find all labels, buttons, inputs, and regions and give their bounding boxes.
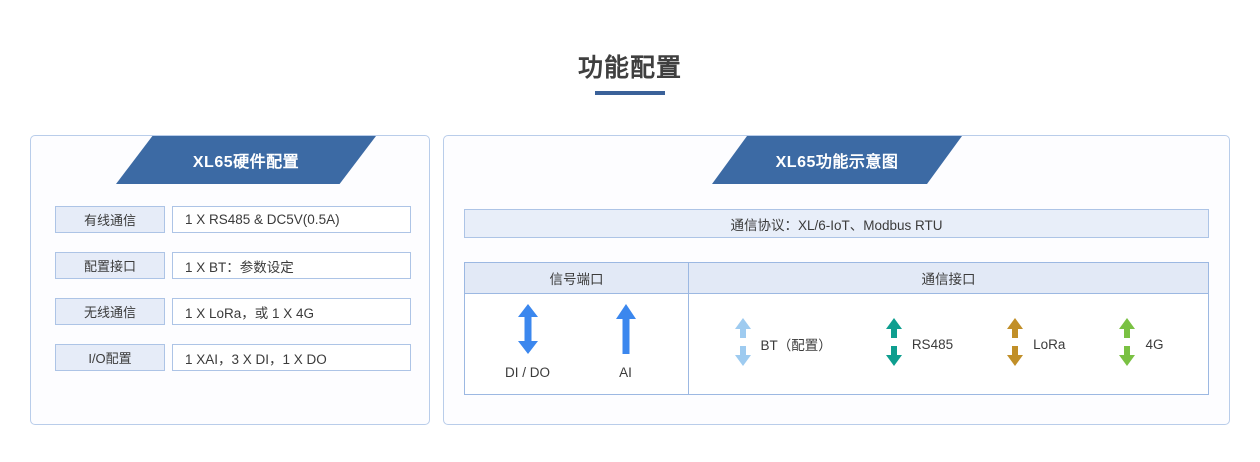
column-header-signal-port: 信号端口 <box>465 263 689 293</box>
double-arrow-icon <box>1118 317 1136 371</box>
up-arrow-icon <box>615 304 637 359</box>
comm-interface-label: LoRa <box>1033 336 1066 352</box>
spec-row: 无线通信 1 X LoRa，或 1 X 4G <box>55 298 411 325</box>
comm-interface-item-4g: 4G <box>1118 317 1164 371</box>
double-arrow-icon <box>734 317 752 371</box>
signal-port-label: AI <box>619 365 632 380</box>
page-title: 功能配置 <box>577 54 682 82</box>
function-diagram-banner: XL65功能示意图 <box>712 136 962 184</box>
comm-interface-cell: BT（配置） RS485 <box>689 294 1208 394</box>
spec-label: 有线通信 <box>55 206 165 233</box>
hardware-spec-list: 有线通信 1 X RS485 & DC5V(0.5A) 配置接口 1 X BT：… <box>55 206 411 390</box>
spec-value: 1 XAI，3 X DI，1 X DO <box>172 344 411 371</box>
spec-label: 配置接口 <box>55 252 165 279</box>
function-diagram-panel: XL65功能示意图 通信协议：XL/6-IoT、Modbus RTU 信号端口 … <box>443 135 1230 425</box>
comm-interface-item-lora: LoRa <box>1006 317 1066 371</box>
function-table: 信号端口 通信接口 DI / DO <box>464 262 1209 395</box>
spec-row: 有线通信 1 X RS485 & DC5V(0.5A) <box>55 206 411 233</box>
signal-port-item-di-do: DI / DO <box>497 304 559 380</box>
comm-interface-label: 4G <box>1145 336 1164 352</box>
hardware-config-panel: XL65硬件配置 有线通信 1 X RS485 & DC5V(0.5A) 配置接… <box>30 135 430 425</box>
double-arrow-icon <box>885 317 903 371</box>
spec-label: 无线通信 <box>55 298 165 325</box>
comm-interface-label: BT（配置） <box>760 338 832 353</box>
function-diagram-banner-title: XL65功能示意图 <box>775 154 899 171</box>
spec-row: I/O配置 1 XAI，3 X DI，1 X DO <box>55 344 411 371</box>
page-title-block: 功能配置 <box>0 52 1260 95</box>
hardware-config-banner: XL65硬件配置 <box>116 136 376 184</box>
double-arrow-icon <box>1006 317 1024 371</box>
spec-label: I/O配置 <box>55 344 165 371</box>
signal-port-cell: DI / DO AI <box>465 294 689 394</box>
comm-interface-label: RS485 <box>911 336 954 352</box>
comm-interface-item-bt: BT（配置） <box>734 317 832 371</box>
function-table-header: 信号端口 通信接口 <box>465 263 1208 294</box>
hardware-config-banner-title: XL65硬件配置 <box>192 154 300 171</box>
comm-interface-item-rs485: RS485 <box>885 317 954 371</box>
spec-row: 配置接口 1 X BT：参数设定 <box>55 252 411 279</box>
function-table-body: DI / DO AI <box>465 294 1208 394</box>
protocol-bar: 通信协议：XL/6-IoT、Modbus RTU <box>464 209 1209 238</box>
column-header-comm-interface: 通信接口 <box>921 272 976 287</box>
signal-port-label: DI / DO <box>504 365 550 380</box>
title-underline <box>595 91 665 95</box>
spec-value: 1 X LoRa，或 1 X 4G <box>172 298 411 325</box>
spec-value: 1 X RS485 & DC5V(0.5A) <box>172 206 411 233</box>
spec-value: 1 X BT：参数设定 <box>172 252 411 279</box>
signal-port-item-ai: AI <box>595 304 657 380</box>
double-arrow-icon <box>517 304 539 359</box>
protocol-text: 通信协议：XL/6-IoT、Modbus RTU <box>730 217 943 233</box>
